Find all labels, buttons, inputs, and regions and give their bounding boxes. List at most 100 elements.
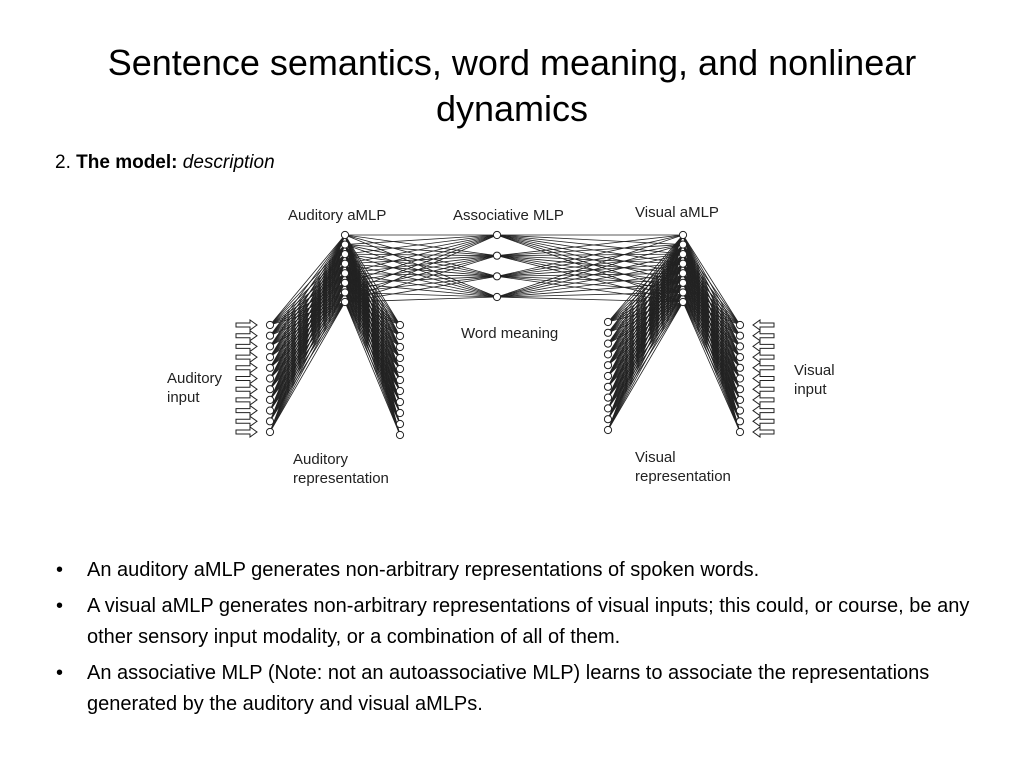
connection-line xyxy=(344,234,498,303)
connection-line xyxy=(269,253,346,433)
connection-line xyxy=(344,263,498,298)
connection-line xyxy=(607,292,684,398)
auditory-input-node xyxy=(265,320,275,330)
connection-line xyxy=(344,301,401,392)
connection-line xyxy=(607,301,684,377)
auditory-representation-label-line2: representation xyxy=(293,470,389,487)
connection-line xyxy=(344,292,498,298)
network-nodes xyxy=(265,230,745,440)
connection-line xyxy=(607,292,684,377)
connection-line xyxy=(607,292,684,388)
connection-line xyxy=(269,301,346,433)
connection-line xyxy=(344,273,401,359)
connection-line xyxy=(607,253,684,323)
connection-line xyxy=(344,292,401,370)
connection-line xyxy=(496,255,684,284)
visual-representation-node xyxy=(603,415,613,424)
auditory-representation-node xyxy=(395,397,405,407)
connection-line xyxy=(344,272,498,277)
visual-representation-node xyxy=(603,404,613,413)
visual-representation-node xyxy=(603,339,613,348)
connection-line xyxy=(344,301,401,425)
connection-line xyxy=(607,273,684,377)
connection-line xyxy=(344,234,498,274)
connection-line xyxy=(344,273,401,348)
bullet-text: A visual aMLP generates non-arbitrary re… xyxy=(87,595,970,648)
auditory-representation-node xyxy=(395,430,405,440)
connection-line xyxy=(344,292,401,359)
connection-line xyxy=(682,301,741,337)
connection-line xyxy=(607,301,684,366)
auditory-hidden-node xyxy=(340,269,350,278)
auditory-input-label-line1: Auditory xyxy=(167,370,223,387)
connection-line xyxy=(344,253,498,298)
connection-line xyxy=(496,244,684,298)
connection-line xyxy=(269,234,346,411)
connection-line xyxy=(682,301,741,379)
connection-line xyxy=(269,234,346,433)
auditory-hidden-node xyxy=(340,288,350,297)
connection-line xyxy=(269,234,346,358)
bullet-marker: • xyxy=(56,662,64,684)
connection-line xyxy=(607,301,684,355)
visual-representation-node xyxy=(603,393,613,402)
bullet-marker: • xyxy=(56,595,64,617)
visual-hidden-node xyxy=(678,288,688,297)
auditory-input-arrow-icon xyxy=(235,383,258,396)
auditory-input-arrow-icon xyxy=(235,361,258,374)
connection-line xyxy=(682,273,741,347)
visual-representation-node xyxy=(603,361,613,370)
connection-line xyxy=(607,292,684,366)
auditory-input-arrow-icon xyxy=(235,351,258,364)
connection-line xyxy=(344,253,498,277)
auditory-input-node xyxy=(265,363,275,372)
connection-line xyxy=(682,301,741,326)
auditory-representation-node xyxy=(395,331,405,341)
section-descriptor: description xyxy=(182,152,275,173)
connection-line xyxy=(496,234,684,277)
connection-line xyxy=(269,234,346,326)
auditory-representation-node xyxy=(395,375,405,385)
connection-line xyxy=(607,272,684,344)
connection-line xyxy=(607,253,684,355)
visual-input-arrow-icon xyxy=(752,383,775,396)
connection-line xyxy=(682,301,741,433)
connection-line xyxy=(344,282,401,370)
connection-line xyxy=(269,234,346,422)
connection-line xyxy=(269,244,346,433)
connection-line xyxy=(496,244,684,277)
connection-line xyxy=(344,301,401,381)
connection-line xyxy=(682,282,741,326)
auditory-representation-label-line1: Auditory xyxy=(293,451,349,468)
connection-line xyxy=(607,301,684,398)
connection-line xyxy=(344,292,401,337)
connection-line xyxy=(344,234,498,265)
visual-hidden-node xyxy=(678,278,688,287)
visual-representation-label-line2: representation xyxy=(635,468,731,485)
connection-line xyxy=(269,234,346,390)
connection-line xyxy=(607,282,684,344)
visual-input-node xyxy=(735,395,745,404)
connection-line xyxy=(344,301,401,436)
visual-input-arrow-icon xyxy=(752,329,775,342)
connection-line xyxy=(496,234,684,265)
connection-line xyxy=(496,234,684,293)
visual-input-arrow-icon xyxy=(752,415,775,428)
auditory-input-arrow-icon xyxy=(235,372,258,385)
connection-line xyxy=(344,244,498,298)
auditory-hidden-node xyxy=(340,297,350,307)
connection-line xyxy=(344,255,498,303)
visual-hidden-node xyxy=(678,297,688,307)
connection-line xyxy=(269,234,346,347)
connection-line xyxy=(269,292,346,433)
section-heading: The model: xyxy=(76,152,178,173)
visual-hidden-node xyxy=(678,259,688,268)
connection-line xyxy=(607,282,684,377)
auditory-input-arrow-icon xyxy=(235,340,258,353)
connection-line xyxy=(682,301,741,369)
connection-line xyxy=(344,275,498,284)
input-arrows xyxy=(235,319,775,438)
connection-line xyxy=(344,234,498,257)
connection-line xyxy=(607,301,684,431)
bullet-item: • A visual aMLP generates non-arbitrary r… xyxy=(52,591,992,653)
